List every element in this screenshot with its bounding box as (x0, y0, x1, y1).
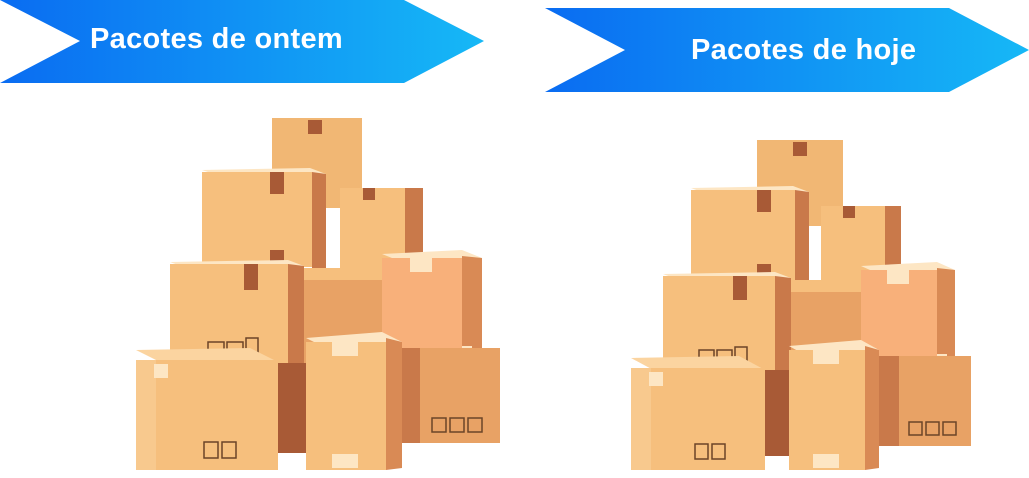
box (879, 356, 971, 446)
box (789, 340, 879, 470)
box (691, 186, 809, 280)
package-symbols-icon (908, 421, 957, 436)
box-pile-yesterday (120, 108, 510, 473)
box (136, 348, 278, 470)
cardboard-boxes-illustration (631, 140, 971, 470)
cardboard-boxes-illustration (136, 118, 500, 470)
box (663, 272, 791, 372)
package-symbols-icon (694, 443, 726, 460)
box (170, 260, 304, 364)
banner-pacotes-de-hoje: Pacotes de hoje (545, 8, 1029, 92)
arrow-banner-shape (0, 0, 484, 83)
package-symbols-icon (203, 441, 237, 459)
box (400, 348, 500, 443)
banner-label: Pacotes de ontem (90, 23, 343, 55)
package-symbols-icon (431, 417, 483, 433)
box-pile-today (615, 130, 985, 473)
banner-pacotes-de-ontem: Pacotes de ontem (0, 0, 484, 83)
box (202, 168, 326, 268)
box (306, 332, 402, 470)
arrow-banner-shape (545, 8, 1029, 92)
banner-label: Pacotes de hoje (691, 33, 917, 66)
box (631, 356, 765, 470)
